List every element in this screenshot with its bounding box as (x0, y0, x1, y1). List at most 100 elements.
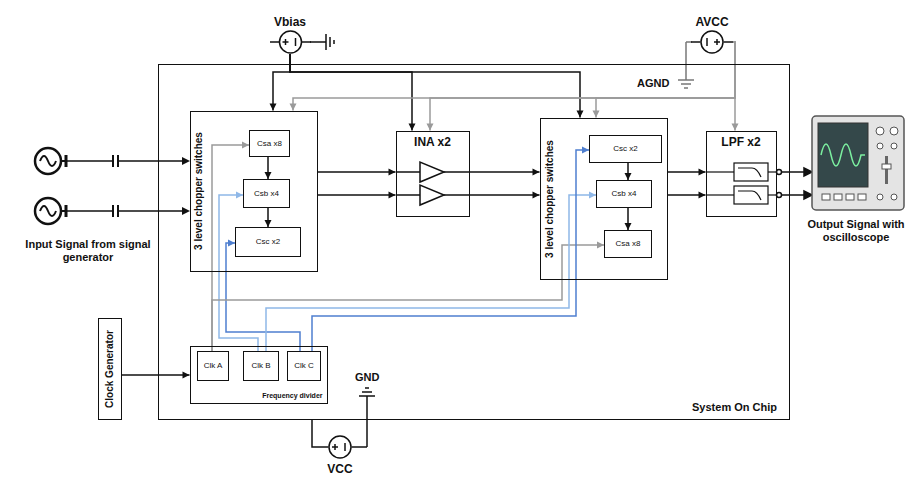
arrowhead (236, 192, 243, 199)
arrowhead (699, 169, 706, 176)
connector-line (733, 42, 735, 131)
connector-line (219, 195, 258, 351)
connector-line (122, 374, 190, 376)
arrowhead (589, 192, 596, 199)
connector-line (226, 243, 300, 351)
connector (265, 157, 272, 179)
switch-box: Csc x2 (589, 135, 662, 163)
filter-symbol-part (734, 163, 768, 181)
analog-ground-symbol-part (681, 83, 691, 85)
oscilloscope-icon-part (818, 123, 868, 187)
analog-ground-symbol-part (684, 87, 688, 89)
amplifier-symbol-part (420, 185, 444, 205)
arrowhead (265, 172, 272, 179)
arrowhead (265, 220, 272, 227)
arrowhead (577, 111, 584, 118)
ground-symbol-part (329, 37, 331, 47)
voltage-source: AVCC (691, 16, 733, 54)
oscilloscope-icon (812, 116, 904, 210)
oscilloscope-icon-part (885, 156, 888, 184)
source-wire (284, 39, 286, 45)
clock-box: Clk C (287, 351, 321, 381)
voltage-source: Vbias (270, 16, 311, 54)
source-symbol (270, 30, 311, 54)
connector (212, 242, 604, 352)
connector (290, 54, 416, 131)
oscilloscope-icon-part (890, 127, 898, 135)
coupling-capacitor-part (112, 205, 114, 217)
signal-generator-part (40, 206, 56, 216)
filter-block: LPF x2 (706, 131, 777, 217)
amplifier-symbol-part (444, 194, 470, 196)
connector (318, 169, 396, 176)
divider-block: Frequency dividerClk AClk BClk C (190, 346, 328, 404)
arrowhead (533, 192, 540, 199)
source-wire (724, 41, 734, 43)
switch-box: Csb x4 (596, 180, 652, 208)
node-label: Csa x8 (257, 139, 282, 148)
node-label: Csb x4 (612, 189, 637, 198)
coupling-capacitor-part (66, 210, 113, 212)
connector-line (318, 171, 396, 173)
arrowhead (732, 124, 739, 131)
node-label: Csa x8 (616, 239, 641, 248)
text-label: Input Signal from signal generator (22, 238, 154, 264)
digital-ground-symbol-part (360, 446, 367, 448)
coupling-capacitor-part (112, 155, 114, 167)
ground-symbol-part (333, 40, 335, 44)
source-symbol (320, 435, 360, 459)
system-on-chip: System On Chip3 level chopper switchesCs… (158, 64, 790, 420)
filter-symbol-part (706, 194, 734, 195)
arrowhead (183, 372, 190, 379)
ground-symbol (310, 34, 334, 50)
source-wire (716, 39, 718, 45)
coupling-capacitor-part (66, 160, 113, 162)
connector-line (312, 420, 320, 447)
connector-line (318, 194, 396, 196)
node-label: INA x2 (414, 136, 451, 150)
arrowhead (597, 242, 604, 249)
node-label: Csb x4 (254, 189, 279, 198)
node-label: AVCC (695, 16, 728, 30)
source-wire (302, 41, 311, 43)
arrowhead (582, 147, 589, 154)
node-label: Vbias (274, 16, 306, 30)
node-label: System On Chip (692, 401, 777, 414)
amplifier-symbol (396, 162, 470, 205)
output-wire-part (777, 170, 782, 175)
node-label: Csc x2 (256, 237, 280, 246)
arrowhead (409, 124, 416, 131)
digital-ground-symbol-part (366, 396, 368, 447)
oscilloscope-icon-part (846, 194, 854, 200)
output-wire-part (777, 193, 782, 198)
amplifier-symbol-part (396, 171, 420, 173)
oscilloscope-icon-part (882, 164, 891, 169)
connector (265, 208, 272, 227)
connector (470, 169, 540, 176)
source-wire (294, 38, 296, 46)
coupling-capacitor-part (118, 210, 184, 212)
node-label: Csc x2 (613, 144, 637, 153)
source-wire (706, 38, 708, 46)
arrowhead (625, 173, 632, 180)
amplifier-block: INA x2 (396, 131, 470, 217)
oscilloscope-icon-part (891, 143, 897, 149)
digital-ground-symbol-part (359, 395, 375, 397)
node-label: LPF x2 (721, 136, 760, 150)
connector (270, 54, 291, 111)
node-label: VCC (327, 463, 352, 477)
node-label: 3 level chopper switches (193, 132, 205, 250)
filter-symbol-part (706, 171, 734, 172)
connector (625, 208, 632, 230)
connector-line (290, 54, 412, 131)
source-wire (334, 444, 336, 450)
connector (122, 372, 190, 379)
digital-ground-symbol (359, 388, 375, 447)
switch-box: Csc x2 (235, 227, 301, 257)
arrowhead (270, 104, 277, 111)
ground-symbol-part (310, 41, 326, 43)
node-label: Clock Generator (104, 330, 116, 408)
oscilloscope-icon-part (858, 194, 866, 200)
output-wire-part (804, 191, 812, 199)
